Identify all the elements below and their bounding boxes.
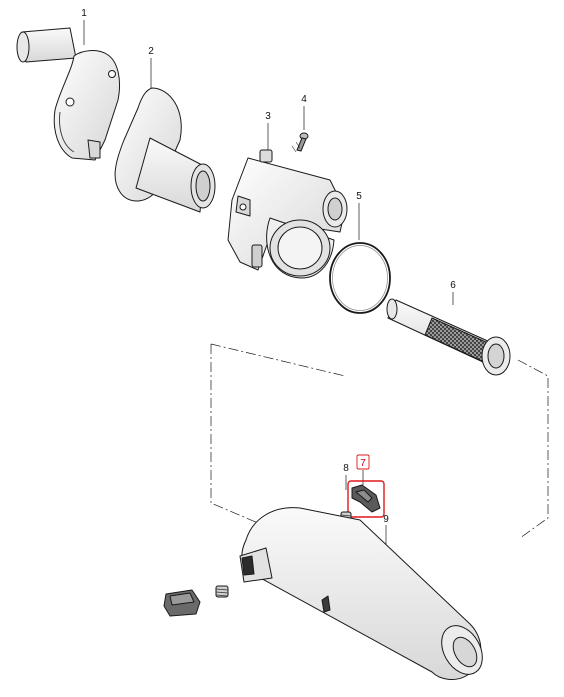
assembly-outline: [210, 343, 549, 539]
callout-8: 8: [343, 463, 349, 474]
loose-latch-button[interactable]: [163, 589, 201, 617]
part-3-blower-housing[interactable]: [227, 149, 348, 279]
highlight-frame: [347, 480, 385, 518]
callout-2: 2: [148, 46, 154, 57]
part-4-screw[interactable]: [291, 132, 309, 153]
callout-labels: 1 2 3 4 5 6 7 8 9: [81, 8, 456, 525]
callout-5: 5: [356, 191, 362, 202]
part-6-handle-grip[interactable]: [386, 298, 511, 376]
part-7-latch[interactable]: [347, 480, 385, 518]
callout-7-highlight-box: [356, 454, 370, 470]
callout-7: 7: [360, 458, 366, 469]
leader-lines: [83, 20, 454, 560]
part-2-gasket-sleeve[interactable]: [114, 87, 216, 213]
callout-3: 3: [265, 111, 271, 122]
loose-spring[interactable]: [215, 585, 229, 598]
part-9-nozzle-tube[interactable]: [239, 507, 491, 682]
part-1-elbow-adapter[interactable]: [16, 27, 121, 161]
callout-9: 9: [383, 514, 389, 525]
part-5-o-ring[interactable]: [329, 242, 391, 314]
callout-6: 6: [450, 280, 456, 291]
callout-1: 1: [81, 8, 87, 19]
callout-4: 4: [301, 94, 307, 105]
